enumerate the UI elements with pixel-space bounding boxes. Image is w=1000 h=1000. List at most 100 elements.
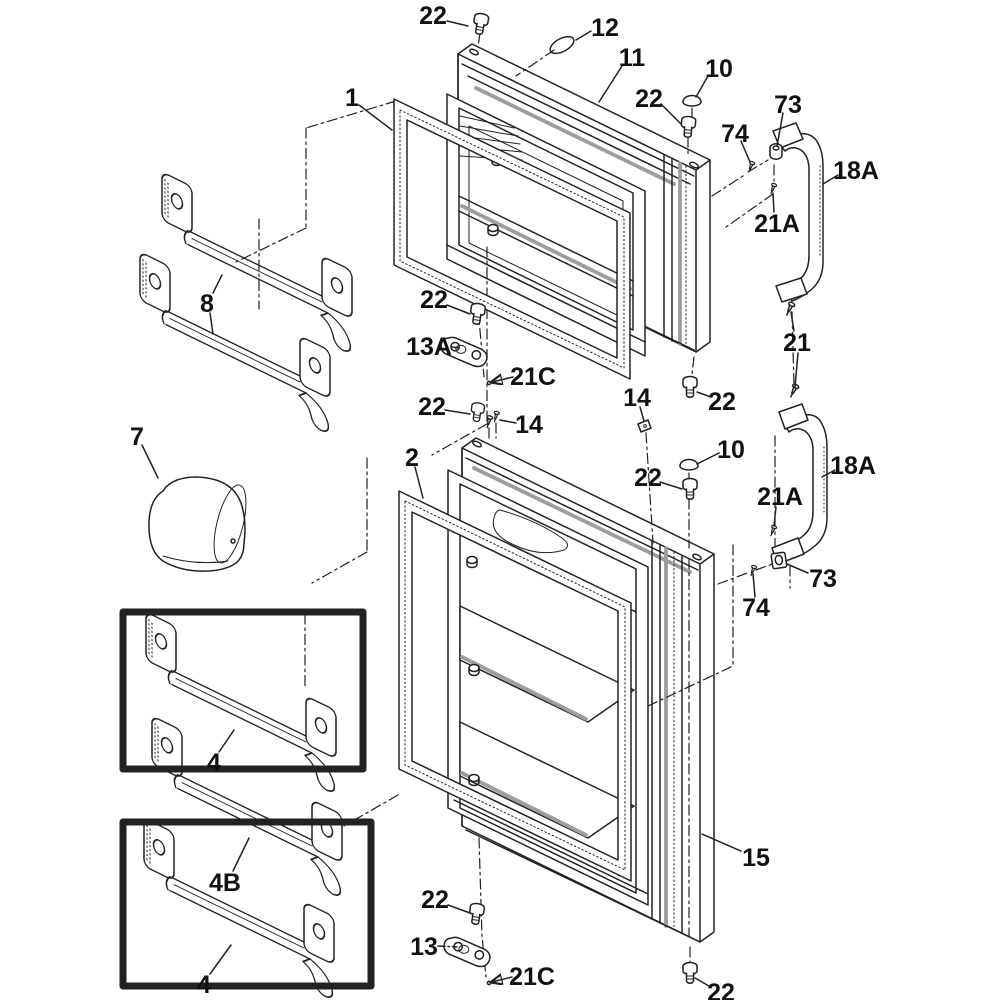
label-15-leader — [701, 833, 742, 852]
screw-22 — [469, 401, 486, 423]
shelf-rail-8-lower — [139, 251, 331, 436]
screw-22 — [468, 301, 487, 326]
screw-14 — [491, 410, 501, 424]
label-8-leader — [209, 312, 214, 335]
screw-21A — [767, 524, 778, 538]
label-15: 15 — [742, 844, 770, 872]
label-74-mid: 74 — [742, 594, 770, 622]
screw-22 — [679, 115, 697, 139]
label-10-top-leader — [695, 75, 709, 98]
label-21C-top-leader — [492, 377, 514, 382]
label-21A-mid-leader — [773, 506, 777, 527]
label-74-top-leader — [740, 140, 751, 163]
label-12: 12 — [591, 14, 619, 42]
screw-22 — [682, 477, 698, 500]
shelf-rail-8-upper — [161, 171, 353, 356]
screw-22 — [467, 901, 486, 926]
label-18A-top-leader — [822, 174, 839, 185]
clip-14 — [637, 419, 652, 433]
label-8: 8 — [200, 290, 214, 318]
label-21C-top: 21C — [510, 363, 556, 391]
label-73-top: 73 — [774, 91, 802, 119]
label-10-top: 10 — [705, 55, 733, 83]
highlight-part-4B-4-lower — [119, 818, 375, 990]
label-4B: 4B — [209, 869, 241, 897]
label-22-mid-right: 22 — [708, 388, 736, 416]
label-21A-mid: 21A — [757, 483, 803, 511]
label-22-fz-bottom-leader — [446, 304, 471, 315]
label-22-upper-right: 22 — [635, 85, 663, 113]
label-13-leader — [437, 945, 458, 948]
plug-10 — [679, 458, 699, 471]
label-21A-top-leader — [772, 192, 775, 213]
label-22-mid-right-leader — [696, 391, 712, 398]
label-14-left-leader — [499, 419, 517, 424]
clip-73 — [770, 551, 788, 570]
oval-plug-12 — [549, 35, 575, 55]
screw-hole-21C — [486, 380, 492, 386]
freezer-door-gasket — [393, 98, 631, 380]
hinge-bracket-13 — [441, 935, 493, 969]
label-22-upper-right-leader — [660, 103, 682, 125]
label-22-rf-top: 22 — [418, 393, 446, 421]
label-10-mid: 10 — [717, 436, 745, 464]
label-22-rfdoor-bottom: 22 — [421, 886, 449, 914]
label-12-leader — [575, 30, 592, 41]
label-11-leader — [598, 65, 623, 103]
liner-peg — [487, 223, 499, 237]
label-4-box1-leader — [218, 729, 235, 753]
label-13: 13 — [410, 933, 438, 961]
grommet-73 — [769, 143, 783, 160]
label-22-fz-bottom: 22 — [420, 286, 448, 314]
label-14-right-leader — [639, 406, 645, 422]
label-14-left: 14 — [515, 411, 543, 439]
label-21-leader — [790, 311, 795, 332]
label-4-box1: 4 — [207, 749, 221, 777]
label-21C-bottom-leader — [492, 977, 513, 982]
label-14-right: 14 — [623, 384, 651, 412]
label-4B-leader — [232, 837, 250, 872]
screw-22 — [682, 961, 698, 984]
label-74-mid-leader — [752, 573, 756, 598]
plug-10 — [682, 94, 702, 107]
label-18A-top: 18A — [833, 157, 879, 185]
label-22-top: 22 — [419, 2, 447, 30]
dairy-bin — [148, 476, 247, 572]
label-74-top: 74 — [721, 120, 749, 148]
shelf-rail-4-lower — [143, 817, 335, 1000]
label-22-rf-right: 22 — [634, 464, 662, 492]
label-13A: 13A — [406, 333, 452, 361]
label-4-box2-leader — [209, 944, 232, 975]
label-22-rf-top-leader — [444, 409, 471, 415]
screw-hole-21C — [486, 980, 492, 986]
label-2-leader — [414, 466, 424, 499]
label-1: 1 — [345, 84, 359, 112]
liner-peg — [468, 773, 480, 787]
label-1-leader — [358, 104, 393, 131]
label-73-mid-leader — [786, 563, 809, 574]
label-22-top-leader — [446, 20, 469, 27]
label-22-rf-right-leader — [659, 481, 683, 490]
screw-21 — [783, 300, 797, 317]
label-22-bottom-right-leader — [694, 977, 710, 987]
label-2: 2 — [405, 444, 419, 472]
fridge-door-inner-liner — [447, 469, 649, 906]
screw-21 — [787, 382, 801, 399]
label-4-box2: 4 — [197, 971, 211, 999]
screw-14 — [483, 414, 494, 429]
highlight-boxes — [119, 608, 375, 990]
label-73-mid: 73 — [809, 565, 837, 593]
screw-22 — [682, 375, 698, 398]
label-21: 21 — [783, 329, 811, 357]
label-22-rfdoor-bottom-leader — [447, 904, 471, 914]
highlight-part-4-upper — [119, 608, 367, 773]
label-73-top-leader — [776, 112, 784, 147]
label-11: 11 — [619, 44, 646, 72]
label-18A-mid: 18A — [830, 452, 876, 480]
fridge-door-gasket — [398, 490, 632, 882]
liner-peg — [466, 555, 478, 569]
label-8-leader — [212, 274, 223, 294]
